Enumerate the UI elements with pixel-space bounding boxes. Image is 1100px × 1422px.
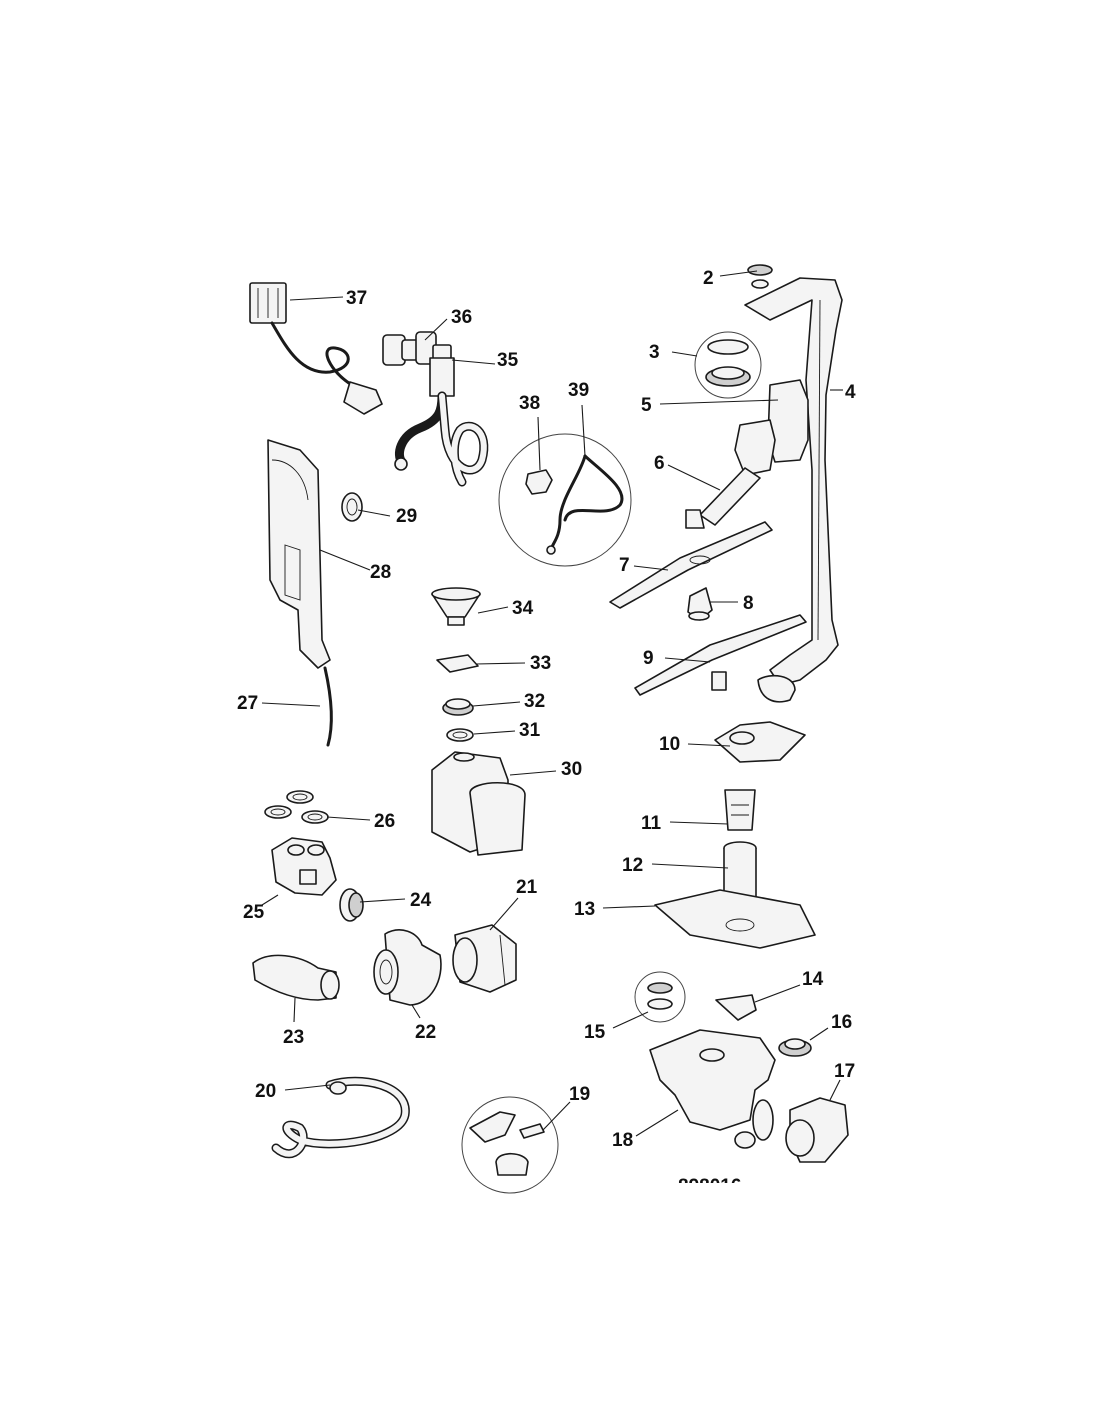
callout-26: 26 bbox=[374, 811, 395, 832]
callout-14: 14 bbox=[802, 969, 824, 990]
part-9-lower-spray-arm bbox=[634, 614, 807, 696]
leader-lines bbox=[261, 270, 843, 1137]
callout-33: 33 bbox=[530, 653, 551, 674]
part-37-mains-cable bbox=[249, 282, 383, 415]
callout-3: 3 bbox=[649, 342, 660, 363]
part-20-drain-hose bbox=[271, 1076, 410, 1159]
callout-7: 7 bbox=[619, 555, 630, 576]
part-21-motor bbox=[452, 924, 517, 993]
callout-19: 19 bbox=[569, 1084, 590, 1105]
callout-39: 39 bbox=[568, 380, 589, 401]
drawing-reference: 898016 bbox=[678, 1176, 741, 1197]
callout-labels: 2 3 4 5 6 7 8 9 10 11 12 13 14 15 16 17 … bbox=[237, 268, 856, 1151]
part-30-salt-container bbox=[431, 751, 526, 856]
callout-23: 23 bbox=[283, 1027, 304, 1048]
callout-36: 36 bbox=[451, 307, 472, 328]
callout-27: 27 bbox=[237, 693, 258, 714]
part-8-nozzle bbox=[687, 587, 713, 621]
callout-31: 31 bbox=[519, 720, 541, 741]
part-25-heater-housing bbox=[271, 837, 337, 896]
part-4-water-duct bbox=[744, 277, 843, 703]
callout-21: 21 bbox=[516, 877, 538, 898]
callout-32: 32 bbox=[524, 691, 545, 712]
detail-circle-15 bbox=[634, 971, 686, 1023]
part-23-elbow-hose bbox=[252, 954, 340, 1001]
callout-38: 38 bbox=[519, 393, 540, 414]
callout-30: 30 bbox=[561, 759, 582, 780]
part-24-sleeve bbox=[339, 888, 364, 922]
callout-9: 9 bbox=[643, 648, 654, 669]
callout-28: 28 bbox=[370, 562, 391, 583]
callout-34: 34 bbox=[512, 598, 534, 619]
callout-15: 15 bbox=[584, 1022, 606, 1043]
part-10-bracket bbox=[714, 721, 806, 763]
part-26-seals bbox=[264, 790, 329, 824]
callout-35: 35 bbox=[497, 350, 519, 371]
callout-22: 22 bbox=[415, 1022, 436, 1043]
part-18-sump bbox=[649, 1029, 776, 1149]
callout-17: 17 bbox=[834, 1061, 855, 1082]
callout-29: 29 bbox=[396, 506, 417, 527]
part-27-hose bbox=[323, 666, 333, 747]
callout-8: 8 bbox=[743, 593, 754, 614]
part-31-seal bbox=[446, 728, 474, 742]
part-11-filter bbox=[724, 789, 756, 831]
part-16-valve bbox=[778, 1038, 812, 1057]
callout-37: 37 bbox=[346, 288, 367, 309]
part-29-nut bbox=[341, 492, 363, 522]
callout-18: 18 bbox=[612, 1130, 633, 1151]
part-2-nut bbox=[747, 264, 773, 289]
part-35-inlet-hose bbox=[394, 344, 489, 487]
callout-25: 25 bbox=[243, 902, 265, 923]
detail-circle-3 bbox=[694, 331, 762, 399]
callout-13: 13 bbox=[574, 899, 595, 920]
part-14-clip bbox=[715, 994, 757, 1021]
callout-5: 5 bbox=[641, 395, 652, 416]
part-22-circulation-pump bbox=[373, 929, 442, 1006]
part-28-side-panel bbox=[267, 439, 331, 669]
part-7-upper-spray-arm bbox=[609, 521, 773, 609]
callout-4: 4 bbox=[845, 382, 856, 403]
callout-12: 12 bbox=[622, 855, 643, 876]
callout-10: 10 bbox=[659, 734, 680, 755]
part-36-connector bbox=[382, 331, 437, 366]
callout-2: 2 bbox=[703, 268, 714, 289]
callout-24: 24 bbox=[410, 890, 432, 911]
callout-20: 20 bbox=[255, 1081, 276, 1102]
drawing-ref-number: 898016 bbox=[678, 1176, 741, 1197]
callout-16: 16 bbox=[831, 1012, 852, 1033]
part-32-ring-nut bbox=[442, 698, 474, 716]
detail-circle-19 bbox=[461, 1096, 559, 1194]
part-34-funnel bbox=[431, 587, 481, 626]
part-17-drain-pump bbox=[785, 1097, 849, 1163]
detail-circle-38-39 bbox=[498, 433, 632, 567]
part-13-filter-plate bbox=[654, 889, 816, 949]
part-33-cap bbox=[436, 654, 479, 673]
callout-6: 6 bbox=[654, 453, 665, 474]
callout-11: 11 bbox=[641, 813, 662, 834]
